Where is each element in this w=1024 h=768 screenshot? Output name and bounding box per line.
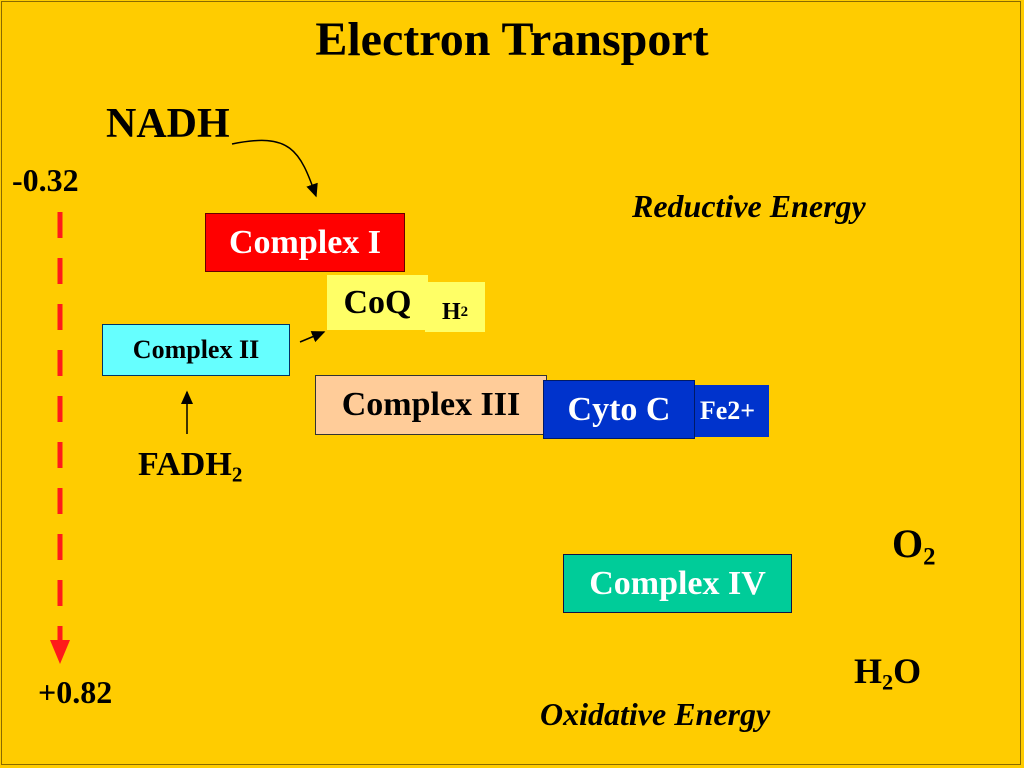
potential-top-label: -0.32: [12, 162, 79, 198]
nadh-to-complex-i-arrow: [231, 139, 318, 198]
complex-i-box: Complex I: [205, 213, 405, 272]
complex-ii-to-coq-arrow: [299, 331, 326, 343]
o2-subscript: 2: [923, 543, 936, 571]
potential-bottom-label: +0.82: [38, 674, 113, 710]
o2-base: O: [892, 521, 924, 566]
fe2-box: Fe2+: [690, 385, 769, 437]
coq-h-letter: H: [441, 298, 461, 325]
h2o-label: H2O: [854, 650, 922, 695]
complex-iv-box: Complex IV: [563, 554, 792, 613]
complex-ii-box: Complex II: [102, 324, 290, 376]
slide-title: Electron Transport: [315, 13, 709, 66]
h2o-o: O: [893, 651, 922, 691]
h2o-subscript: 2: [882, 669, 894, 695]
nadh-label: NADH: [106, 101, 230, 147]
cyto-c-box: Cyto C: [543, 380, 695, 439]
h2o-h: H: [854, 651, 883, 691]
fadh2-label: FADH2: [138, 446, 243, 487]
reductive-energy-label: Reductive Energy: [632, 188, 866, 224]
fadh2-base: FADH: [138, 446, 232, 483]
potential-arrow-head: [50, 640, 70, 664]
fadh2-subscript: 2: [231, 462, 243, 487]
o2-label: O2: [892, 520, 936, 571]
complex-iii-box: Complex III: [315, 375, 547, 435]
oxidative-energy-label: Oxidative Energy: [540, 696, 771, 732]
coq-box: CoQ: [327, 275, 428, 330]
